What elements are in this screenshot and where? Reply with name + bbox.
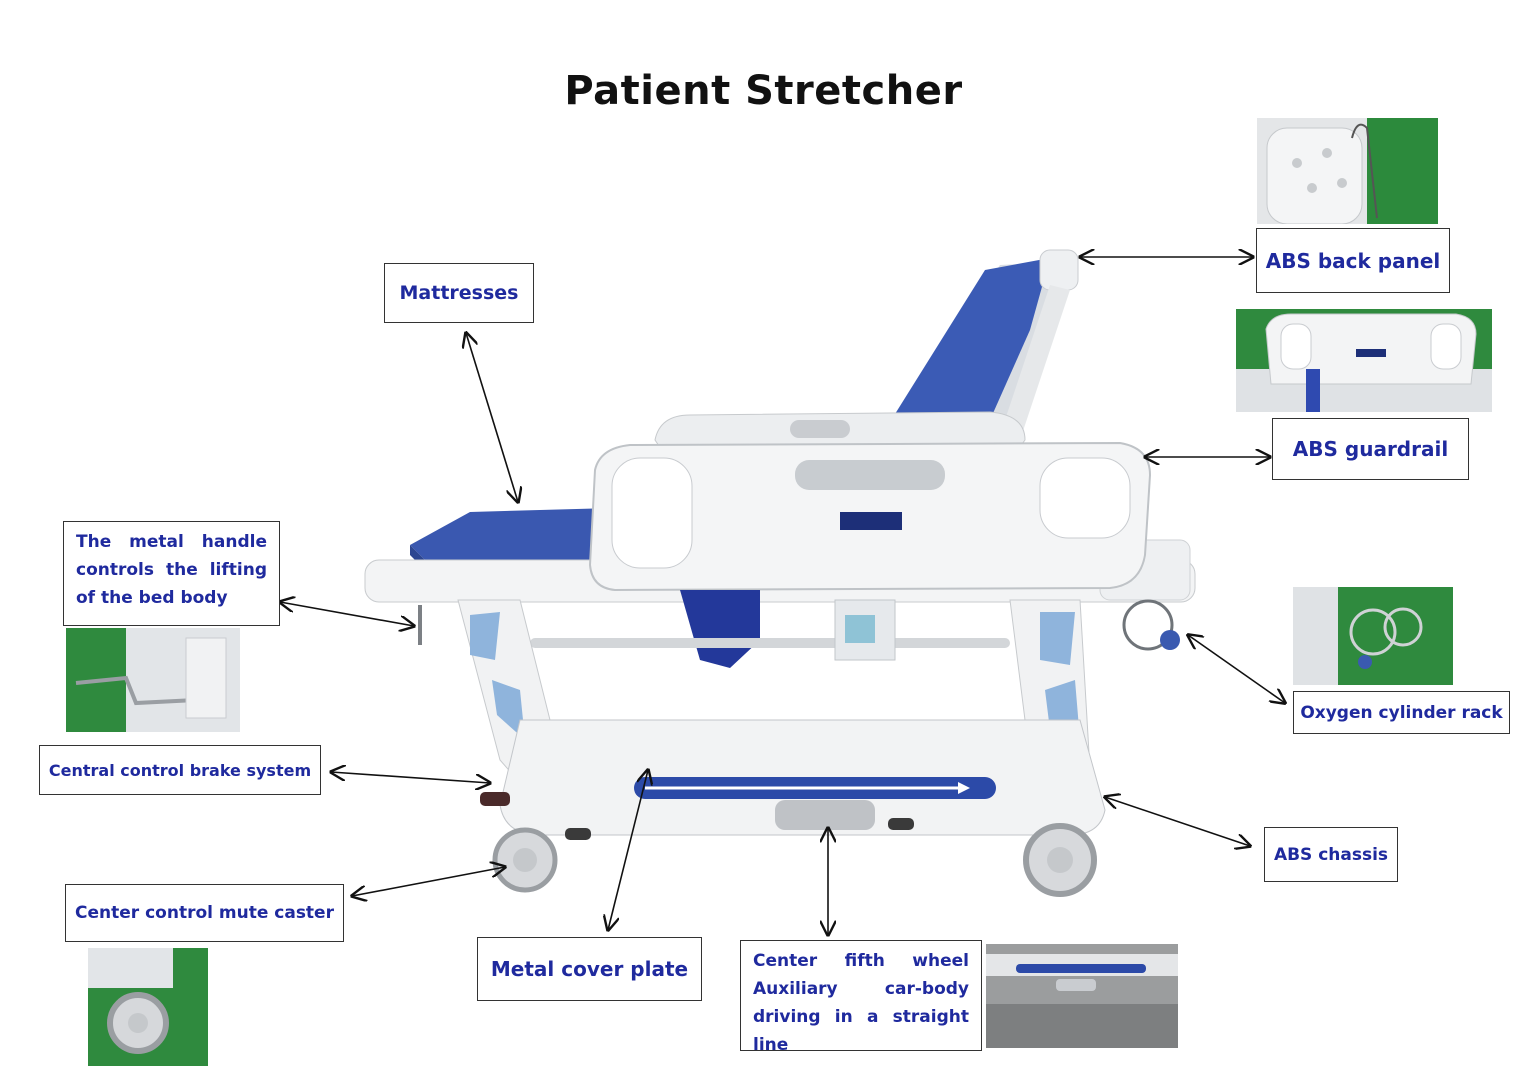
casters bbox=[480, 792, 1097, 897]
label-cover-plate: Metal cover plate bbox=[477, 937, 702, 1001]
label-oxygen-rack-text: Oxygen cylinder rack bbox=[1300, 702, 1503, 723]
back-panel-photo bbox=[1257, 118, 1438, 224]
fifth-wheel-photo bbox=[986, 944, 1178, 1048]
label-mute-caster-text: Center control mute caster bbox=[75, 903, 334, 923]
label-metal-handle: The metal handle controls the lifting of… bbox=[63, 521, 280, 626]
label-metal-handle-text: The metal handle controls the lifting of… bbox=[76, 532, 267, 608]
page-title: Patient Stretcher bbox=[564, 68, 963, 114]
guardrail-photo bbox=[1236, 309, 1492, 412]
label-abs-guardrail-text: ABS guardrail bbox=[1292, 437, 1449, 461]
label-mattresses: Mattresses bbox=[384, 263, 534, 323]
callout-arrows bbox=[280, 257, 1285, 935]
label-abs-guardrail: ABS guardrail bbox=[1272, 418, 1469, 480]
label-abs-chassis: ABS chassis bbox=[1264, 827, 1398, 882]
label-abs-back-panel: ABS back panel bbox=[1256, 228, 1450, 293]
label-fifth-wheel-text: Center fifth wheel Auxiliary car-body dr… bbox=[753, 951, 969, 1055]
label-brake-system: Central control brake system bbox=[39, 745, 321, 795]
oxygen-rack-photo bbox=[1293, 587, 1453, 685]
safety-strap bbox=[680, 590, 760, 668]
oxygen-rack-drawing bbox=[1122, 599, 1180, 651]
label-fifth-wheel: Center fifth wheel Auxiliary car-body dr… bbox=[740, 940, 982, 1055]
caster-photo bbox=[88, 948, 208, 1066]
label-oxygen-rack: Oxygen cylinder rack bbox=[1293, 691, 1510, 734]
handle-photo bbox=[66, 628, 240, 732]
label-abs-chassis-text: ABS chassis bbox=[1273, 844, 1389, 865]
label-mute-caster: Center control mute caster bbox=[65, 884, 344, 942]
front-guardrail bbox=[588, 441, 1152, 592]
label-brake-system-text: Central control brake system bbox=[48, 760, 312, 780]
label-abs-back-panel-text: ABS back panel bbox=[1265, 248, 1441, 273]
label-mattresses-text: Mattresses bbox=[399, 282, 519, 304]
label-cover-plate-text: Metal cover plate bbox=[490, 957, 689, 981]
